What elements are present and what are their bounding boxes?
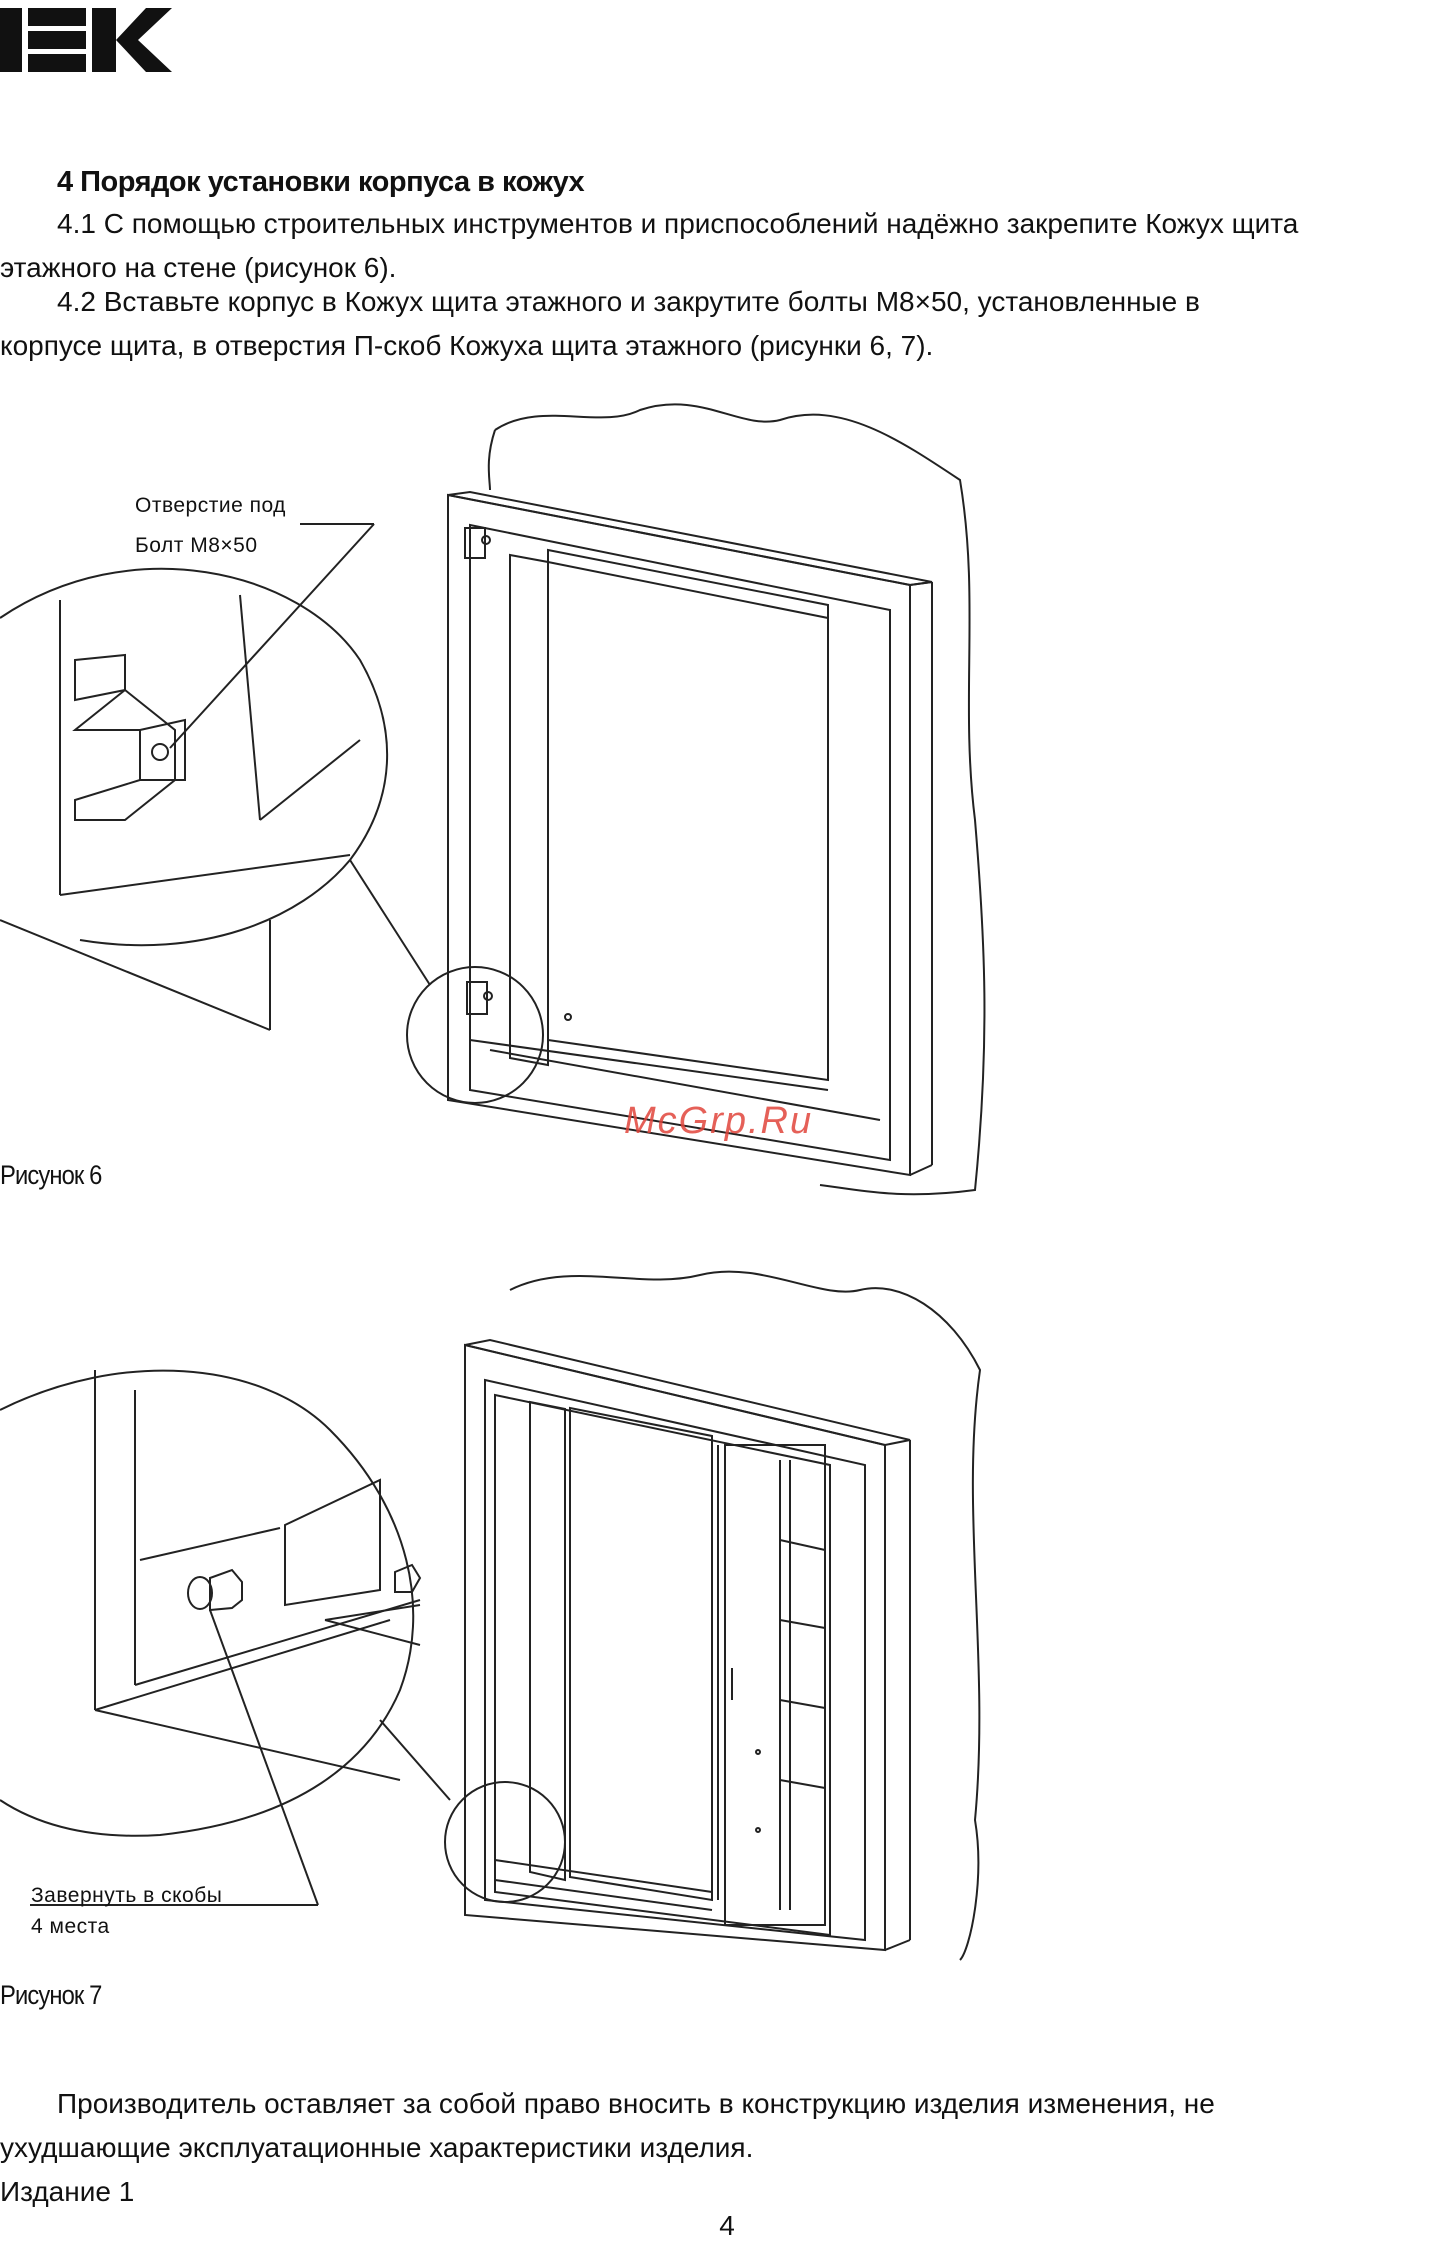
manufacturer-note: Производитель оставляет за собой право в… [0, 2082, 1430, 2214]
fig7-callout-line2: 4 места [31, 1915, 110, 1938]
edition-label: Издание 1 [0, 2176, 135, 2207]
note-line2: ухудшающие эксплуатационные характеристи… [0, 2132, 754, 2163]
paragraph-4-2: 4.2 Вставьте корпус в Кожух щита этажног… [0, 280, 1430, 368]
figure-6-drawing [0, 403, 986, 1196]
p41-line1: 4.1 С помощью строительных инструментов … [57, 208, 1299, 239]
figure-6-caption: Рисунок 6 [0, 1160, 102, 1190]
note-line1: Производитель оставляет за собой право в… [57, 2088, 1215, 2119]
figure-7-drawing [0, 1270, 982, 1961]
p41-line2: этажного на стене (рисунок 6). [0, 252, 397, 283]
page-number: 4 [719, 2210, 735, 2241]
p42-line2: корпусе щита, в отверстия П-скоб Кожуха … [0, 330, 934, 361]
fig7-callout-line1: Завернуть в скобы [31, 1884, 223, 1907]
fig6-callout-line1: Отверстие под [135, 494, 286, 517]
paragraph-4-1: 4.1 С помощью строительных инструментов … [0, 202, 1430, 290]
section-heading: 4 Порядок установки корпуса в кожух [57, 166, 585, 198]
p42-line1: 4.2 Вставьте корпус в Кожух щита этажног… [57, 286, 1200, 317]
watermark: McGrp.Ru [624, 1100, 814, 1142]
iek-logo [0, 8, 172, 72]
fig6-callout-line2: Болт М8×50 [135, 534, 258, 557]
figure-7-caption: Рисунок 7 [0, 1980, 102, 2010]
